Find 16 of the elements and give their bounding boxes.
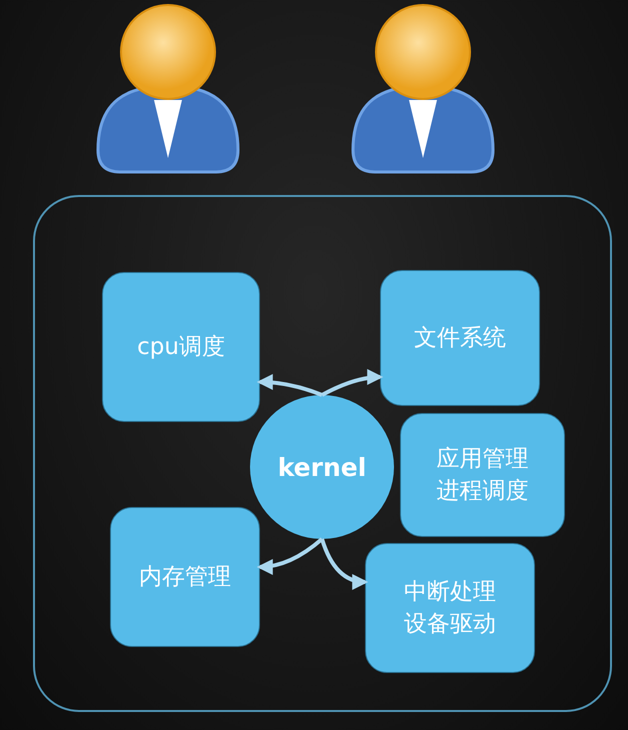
- arrow: [256, 374, 323, 397]
- module-box: [400, 413, 565, 537]
- module-label: 中断处理设备驱动: [403, 578, 497, 639]
- module-box: [365, 543, 535, 673]
- module-box: [102, 272, 260, 422]
- module-label: 文件系统: [413, 324, 507, 353]
- kernel-label: kernel: [278, 452, 366, 482]
- module-box: [110, 507, 260, 647]
- module-label: 内存管理: [138, 562, 232, 592]
- arrow: [256, 537, 324, 574]
- module-label: cpu调度: [136, 332, 226, 362]
- arrow: [321, 369, 384, 397]
- module-box: [380, 270, 540, 406]
- arrow: [320, 538, 368, 590]
- kernel-container: [33, 195, 612, 712]
- module-label: 应用管理进程调度: [436, 444, 530, 506]
